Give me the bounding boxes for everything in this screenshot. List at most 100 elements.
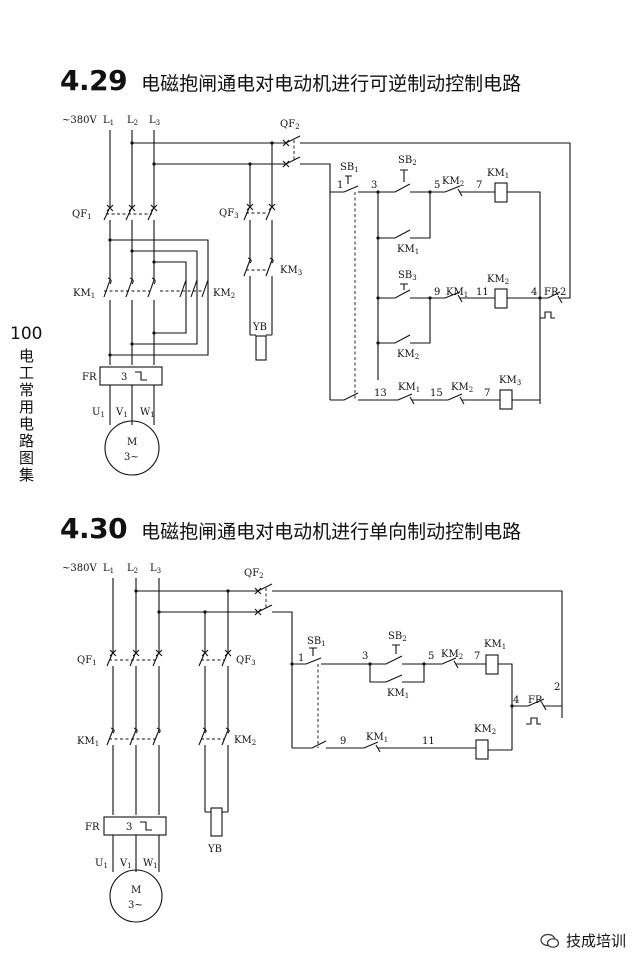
node-11: 11 xyxy=(422,736,435,747)
label-sb2: SB2 xyxy=(398,155,417,167)
voltage-label: ~380V xyxy=(62,115,97,126)
node-7b: 7 xyxy=(484,388,490,399)
km1-main-contacts xyxy=(103,279,155,298)
label-w1: W1 xyxy=(143,858,158,870)
watermark-text: 技成培训 xyxy=(565,932,626,950)
brake-coil-yb xyxy=(210,807,223,837)
label-qf1: QF1 xyxy=(77,655,97,667)
label-km1-coil: KM1 xyxy=(487,168,509,180)
thermal-relay-fr xyxy=(103,816,167,836)
label-u1: U1 xyxy=(95,858,108,870)
label-l1: L1 xyxy=(103,115,114,127)
km1-hold-contact xyxy=(369,664,425,683)
node-9: 9 xyxy=(340,736,346,747)
node-9: 9 xyxy=(434,287,440,298)
node-5: 5 xyxy=(428,651,434,662)
motor-phase: 3~ xyxy=(128,900,143,911)
thermal-relay-fr xyxy=(99,366,163,386)
fr-nc-contact xyxy=(512,698,562,711)
fr-nc-contact xyxy=(540,291,571,304)
km2-hold-contact xyxy=(378,298,431,344)
page-number: 100 xyxy=(10,324,43,344)
label-sb2: SB2 xyxy=(388,631,407,643)
node-3: 3 xyxy=(371,180,377,191)
node-5: 5 xyxy=(434,180,440,191)
label-fr-contact: FR xyxy=(544,287,559,298)
sb2-forward-button xyxy=(378,169,430,193)
km3-main-contacts xyxy=(243,257,274,277)
label-km2: KM2 xyxy=(234,735,256,747)
label-km2-interlock: KM2 xyxy=(441,649,463,661)
label-v1: V1 xyxy=(115,407,128,419)
label-yb: YB xyxy=(207,844,222,855)
label-l3: L3 xyxy=(150,563,161,575)
node-7: 7 xyxy=(476,180,482,191)
node-13: 13 xyxy=(374,388,387,399)
label-km1-hold: KM1 xyxy=(397,244,419,256)
label-w1: W1 xyxy=(140,407,155,419)
label-km2-interlock-a: KM2 xyxy=(442,176,464,188)
node-11: 11 xyxy=(476,287,489,298)
node-1: 1 xyxy=(298,653,304,664)
label-l3: L3 xyxy=(149,115,160,127)
circuit-4-29: ~380V L1 L2 L3 QF1 KM1 KM2 FR 3 U1 V1 W1… xyxy=(62,115,571,476)
node-7: 7 xyxy=(474,651,480,662)
label-qf3: QF3 xyxy=(236,655,256,667)
label-fr: FR xyxy=(82,372,97,383)
section-title: 电工常用电路图集 xyxy=(17,348,35,484)
label-v1: V1 xyxy=(119,858,132,870)
label-l1: L1 xyxy=(103,563,114,575)
label-qf1: QF1 xyxy=(72,209,92,221)
label-km3-coil: KM3 xyxy=(499,375,521,387)
circuit-4-30: ~380V L1 L2 L3 QF1 KM1 FR 3 U1 V1 W1 M 3… xyxy=(62,563,563,923)
km1-coil xyxy=(485,654,499,675)
fr-phase-count: 3 xyxy=(121,372,127,383)
label-qf2: QF2 xyxy=(244,568,264,580)
label-km1: KM1 xyxy=(77,736,99,748)
motor-label: M xyxy=(127,437,137,448)
label-fr-contact: FR xyxy=(528,695,543,706)
figure-number: 4.30 xyxy=(60,512,128,545)
label-km1-c: KM1 xyxy=(398,382,420,394)
label-l2: L2 xyxy=(127,115,138,127)
label-u1: U1 xyxy=(92,407,105,419)
node-4: 4 xyxy=(513,695,519,706)
label-fr: FR xyxy=(85,822,100,833)
fr-phase-count: 3 xyxy=(126,822,132,833)
label-km1-interlock-b: KM1 xyxy=(446,287,468,299)
km2-coil xyxy=(494,288,508,309)
motor-m xyxy=(109,869,163,923)
km2-coil xyxy=(475,739,489,760)
watermark: 技成培训 xyxy=(540,930,626,951)
label-sb1: SB1 xyxy=(307,636,326,648)
label-sb1: SB1 xyxy=(340,162,359,174)
motor-label: M xyxy=(131,885,141,896)
label-km2: KM2 xyxy=(213,288,235,300)
node-3: 3 xyxy=(362,651,368,662)
km3-coil xyxy=(499,389,513,410)
label-km1-coil: KM1 xyxy=(484,639,506,651)
label-km3: KM3 xyxy=(280,265,302,277)
label-km2-coil: KM2 xyxy=(487,274,509,286)
node-15: 15 xyxy=(430,388,443,399)
label-qf3: QF3 xyxy=(219,208,239,220)
label-km1: KM1 xyxy=(73,288,95,300)
label-km2-hold: KM2 xyxy=(397,349,419,361)
motor-phase: 3~ xyxy=(124,452,139,463)
km1-coil xyxy=(494,182,508,203)
sb3-reverse-button xyxy=(378,283,430,299)
chat-bubble-icon xyxy=(540,933,560,948)
figure-number: 4.29 xyxy=(60,64,128,97)
node-2: 2 xyxy=(560,287,566,298)
label-yb: YB xyxy=(252,322,267,333)
km2-main-contacts xyxy=(179,279,209,298)
page-sidebar: 100 电工常用电路图集 xyxy=(10,324,44,484)
sb1-stop-button xyxy=(330,175,359,193)
km2-bypass-wiring xyxy=(110,239,209,356)
km1-hold-contact xyxy=(378,192,431,239)
label-l2: L2 xyxy=(127,563,138,575)
label-km1-hold: KM1 xyxy=(387,688,409,700)
